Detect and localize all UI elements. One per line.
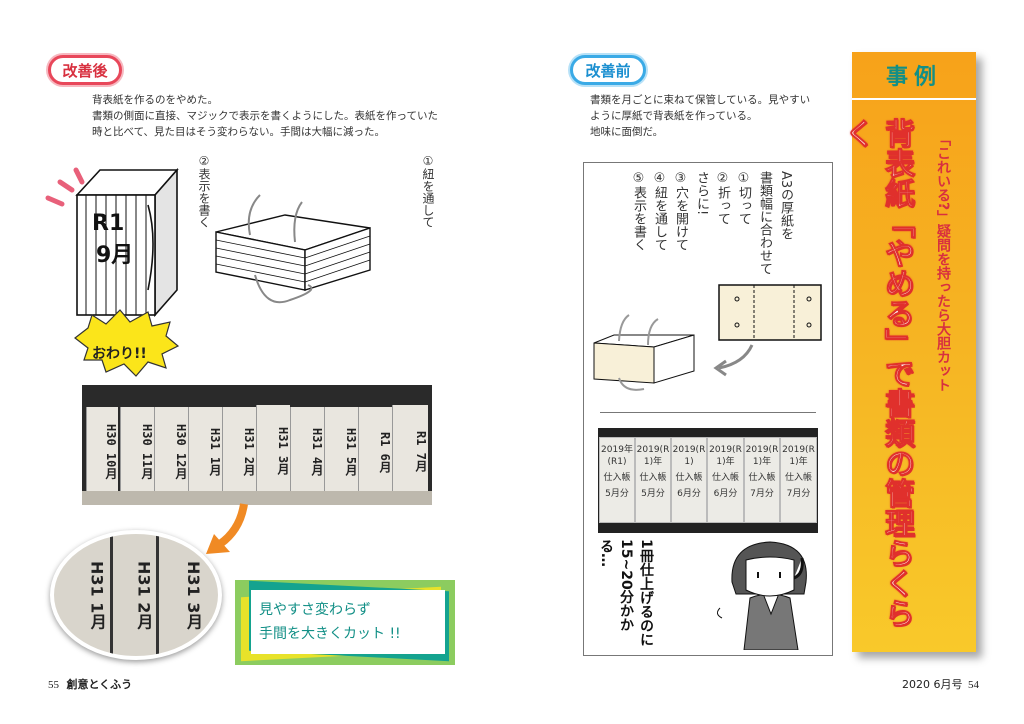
spine-label: H31 5月 bbox=[324, 407, 358, 491]
banner-line: 手間を大きくカット !! bbox=[259, 626, 401, 642]
finished-burst-text: おわり!! bbox=[92, 346, 147, 362]
right-footer: 2020 6月号 54 bbox=[902, 676, 979, 692]
shelf-photo: H30 10月 H30 11月 H30 12月 H31 1月 H31 2月 H3… bbox=[82, 385, 432, 505]
text-line: 書類を月ごとに束ねて保管している。見やすい bbox=[590, 94, 811, 106]
divider bbox=[600, 412, 816, 413]
orange-arrow-icon bbox=[206, 503, 248, 554]
text-line: 背表紙を作るのをやめた。 bbox=[92, 94, 218, 106]
book-label-r1: R1 bbox=[92, 211, 124, 236]
arrow-icon bbox=[718, 344, 754, 370]
page-number: 55 bbox=[48, 679, 59, 691]
summary-banner: 見やすさ変わらず 手間を大きくカット !! bbox=[235, 580, 455, 665]
cardboard-diagram bbox=[593, 284, 822, 391]
text-line: ように厚紙で背表紙を作っている。 bbox=[590, 110, 758, 122]
spine-label: H30 10月 bbox=[86, 407, 118, 491]
after-illustration: R1 9月 bbox=[45, 167, 371, 377]
issue-label: 2020 6月号 bbox=[902, 678, 963, 691]
spine-label: H31 3月 bbox=[256, 405, 290, 491]
spine-label: H31 4月 bbox=[290, 407, 324, 491]
after-badge: 改善後 bbox=[48, 55, 122, 85]
step1-label: ①紐を通して bbox=[421, 154, 435, 228]
left-footer: 55 創意とくふう bbox=[48, 676, 132, 692]
case-header: 事例 bbox=[852, 52, 976, 100]
subtitle: 「これいる?」疑問を持ったら大胆カット bbox=[935, 132, 951, 393]
zoom-circle-photo: H31 1月 H31 2月 H31 3月 bbox=[50, 530, 222, 660]
spine-label: H31 1月 bbox=[188, 407, 222, 491]
stacked-papers-drawing bbox=[215, 194, 371, 304]
sparkle-icon bbox=[45, 167, 85, 207]
text-line: 時と比べて、見た目はそう変わらない。手間は大幅に減った。 bbox=[92, 126, 386, 138]
zoom-label: H31 1月 bbox=[66, 534, 113, 656]
page-number: 54 bbox=[968, 679, 979, 691]
spine-label: H31 2月 bbox=[222, 407, 256, 491]
text-line: 書類の側面に直接、マジックで表示を書くようにした。表紙を作っていた bbox=[92, 110, 438, 122]
spine-label: H30 11月 bbox=[120, 407, 154, 491]
burst-shape bbox=[74, 309, 180, 377]
main-title: 背表紙「やめる」で書類の管理らくらく bbox=[839, 118, 915, 629]
spine-label: H30 12月 bbox=[154, 407, 188, 491]
zoom-label: H31 3月 bbox=[184, 560, 204, 630]
spine-label: R1 6月 bbox=[358, 407, 392, 491]
magazine-name: 創意とくふう bbox=[66, 678, 133, 691]
text-line: 地味に面倒だ。 bbox=[590, 126, 664, 138]
before-description: 書類を月ごとに束ねて保管している。見やすい ように厚紙で背表紙を作っている。 地… bbox=[590, 92, 810, 140]
step2-label: ②表示を書く bbox=[197, 154, 211, 228]
worried-character-illustration bbox=[716, 541, 807, 650]
zoom-label: H31 2月 bbox=[113, 534, 160, 656]
before-badge: 改善前 bbox=[570, 55, 646, 85]
spine-label: R1 7月 bbox=[392, 405, 428, 491]
book-label-month: 9月 bbox=[96, 243, 133, 268]
banner-line: 見やすさ変わらず bbox=[259, 602, 371, 618]
after-description: 背表紙を作るのをやめた。 書類の側面に直接、マジックで表示を書くようにした。表紙… bbox=[92, 92, 438, 140]
case-title-panel: 事例 背表紙「やめる」で書類の管理らくらく 「これいる?」疑問を持ったら大胆カッ… bbox=[839, 52, 976, 652]
